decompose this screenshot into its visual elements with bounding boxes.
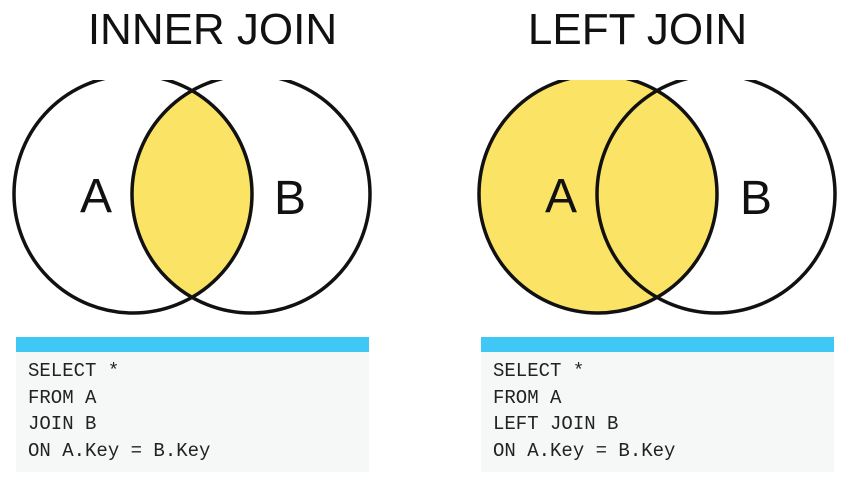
left-join-venn-diagram: A B xyxy=(477,80,837,315)
inner-join-code-accent-bar xyxy=(16,337,369,352)
inner-join-label-b: B xyxy=(274,172,306,225)
code-line: ON A.Key = B.Key xyxy=(28,439,211,462)
left-join-code-accent-bar xyxy=(481,337,834,352)
left-join-label-b: B xyxy=(740,172,772,225)
left-join-title: LEFT JOIN xyxy=(527,5,748,54)
code-line: LEFT JOIN B xyxy=(493,413,619,435)
left-join-panel: LEFT JOIN A B SELECT * FROM A LEFT JOIN … xyxy=(425,0,850,480)
inner-join-venn-diagram: A B xyxy=(12,80,372,315)
code-line: SELECT * xyxy=(28,360,120,382)
inner-join-label-a: A xyxy=(80,170,112,223)
code-line: FROM A xyxy=(493,386,562,409)
left-join-circle-a-outline xyxy=(477,80,719,315)
code-line: SELECT * xyxy=(493,360,585,382)
inner-join-code-block: SELECT * FROM A JOIN B ON A.Key = B.Key xyxy=(16,352,369,472)
inner-join-circle-b-outline xyxy=(130,80,372,315)
inner-join-circle-a-outline xyxy=(12,80,254,315)
code-line: ON A.Key = B.Key xyxy=(493,439,676,462)
inner-join-title: INNER JOIN xyxy=(87,5,338,54)
left-join-code-block: SELECT * FROM A LEFT JOIN B ON A.Key = B… xyxy=(481,352,834,472)
code-line: FROM A xyxy=(28,386,97,409)
left-join-label-a: A xyxy=(545,170,577,223)
inner-join-panel: INNER JOIN A B SELECT * FROM A JOIN B ON… xyxy=(12,5,372,472)
code-line: JOIN B xyxy=(28,413,97,435)
left-join-circle-b-outline xyxy=(595,80,837,315)
